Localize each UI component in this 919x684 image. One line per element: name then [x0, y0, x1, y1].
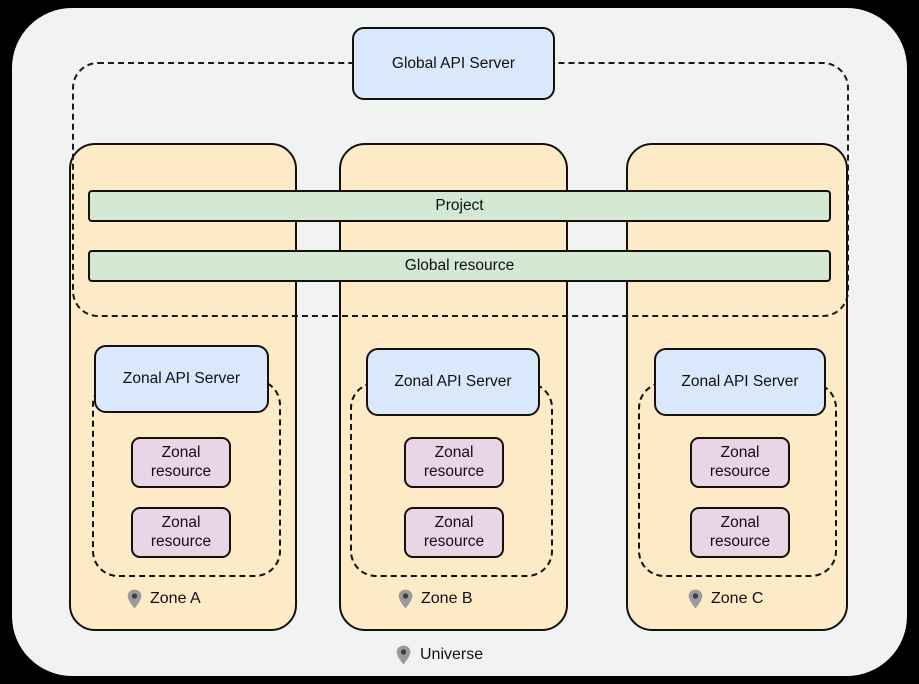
zone-b-resource-2: Zonal resource: [404, 507, 504, 558]
global-bar-project-label: Project: [435, 197, 484, 214]
zone-c-api-server-node: Zonal API Server: [654, 348, 826, 416]
global-scope-boundary: [72, 62, 849, 317]
zone-a-resource-1-line2: resource: [150, 462, 212, 480]
zone-c-resource-2-line2: resource: [709, 532, 771, 550]
zone-c-resource-1-line2: resource: [709, 462, 771, 480]
zone-c-label: Zone C: [688, 589, 763, 609]
global-bar-project: Project: [88, 190, 831, 222]
zone-b-resource-1-line2: resource: [423, 462, 485, 480]
zone-a-api-server-label: Zonal API Server: [122, 370, 241, 387]
zone-b-label: Zone B: [398, 589, 473, 609]
zone-b-resource-1-line1: Zonal: [434, 444, 474, 462]
map-pin-icon: [398, 589, 413, 609]
zone-a-label: Zone A: [127, 589, 201, 609]
global-bar-global-resource-label: Global resource: [404, 257, 515, 274]
zone-a-label-text: Zone A: [150, 590, 201, 607]
global-api-server-label: Global API Server: [391, 54, 516, 72]
zone-b-api-server-node: Zonal API Server: [366, 348, 540, 416]
map-pin-icon: [396, 645, 411, 665]
zone-c-api-server-label: Zonal API Server: [681, 373, 799, 390]
universe-label-text: Universe: [420, 646, 484, 663]
zone-b-resource-2-line2: resource: [423, 532, 485, 550]
zone-c-resource-2: Zonal resource: [690, 507, 790, 558]
map-pin-icon: [688, 589, 703, 609]
zone-c-resource-2-line1: Zonal: [720, 514, 760, 532]
zone-b-resource-2-line1: Zonal: [434, 514, 474, 532]
zone-c-resource-1: Zonal resource: [690, 437, 790, 488]
zone-a-resource-2-line2: resource: [150, 532, 212, 550]
universe-label: Universe: [396, 645, 483, 665]
zone-a-resource-1-line1: Zonal: [161, 444, 201, 462]
zone-a-resource-1: Zonal resource: [131, 437, 231, 488]
zone-c-resource-1-line1: Zonal: [720, 444, 760, 462]
map-pin-icon: [127, 589, 142, 609]
zone-a-resource-2: Zonal resource: [131, 507, 231, 558]
global-api-server-node: Global API Server: [352, 27, 555, 100]
zone-b-resource-1: Zonal resource: [404, 437, 504, 488]
zone-a-api-server-node: Zonal API Server: [94, 345, 269, 413]
global-bar-global-resource: Global resource: [88, 250, 831, 282]
zone-b-label-text: Zone B: [421, 590, 473, 607]
zone-b-api-server-label: Zonal API Server: [394, 373, 512, 390]
zone-c-label-text: Zone C: [711, 590, 764, 607]
zone-a-resource-2-line1: Zonal: [161, 514, 201, 532]
